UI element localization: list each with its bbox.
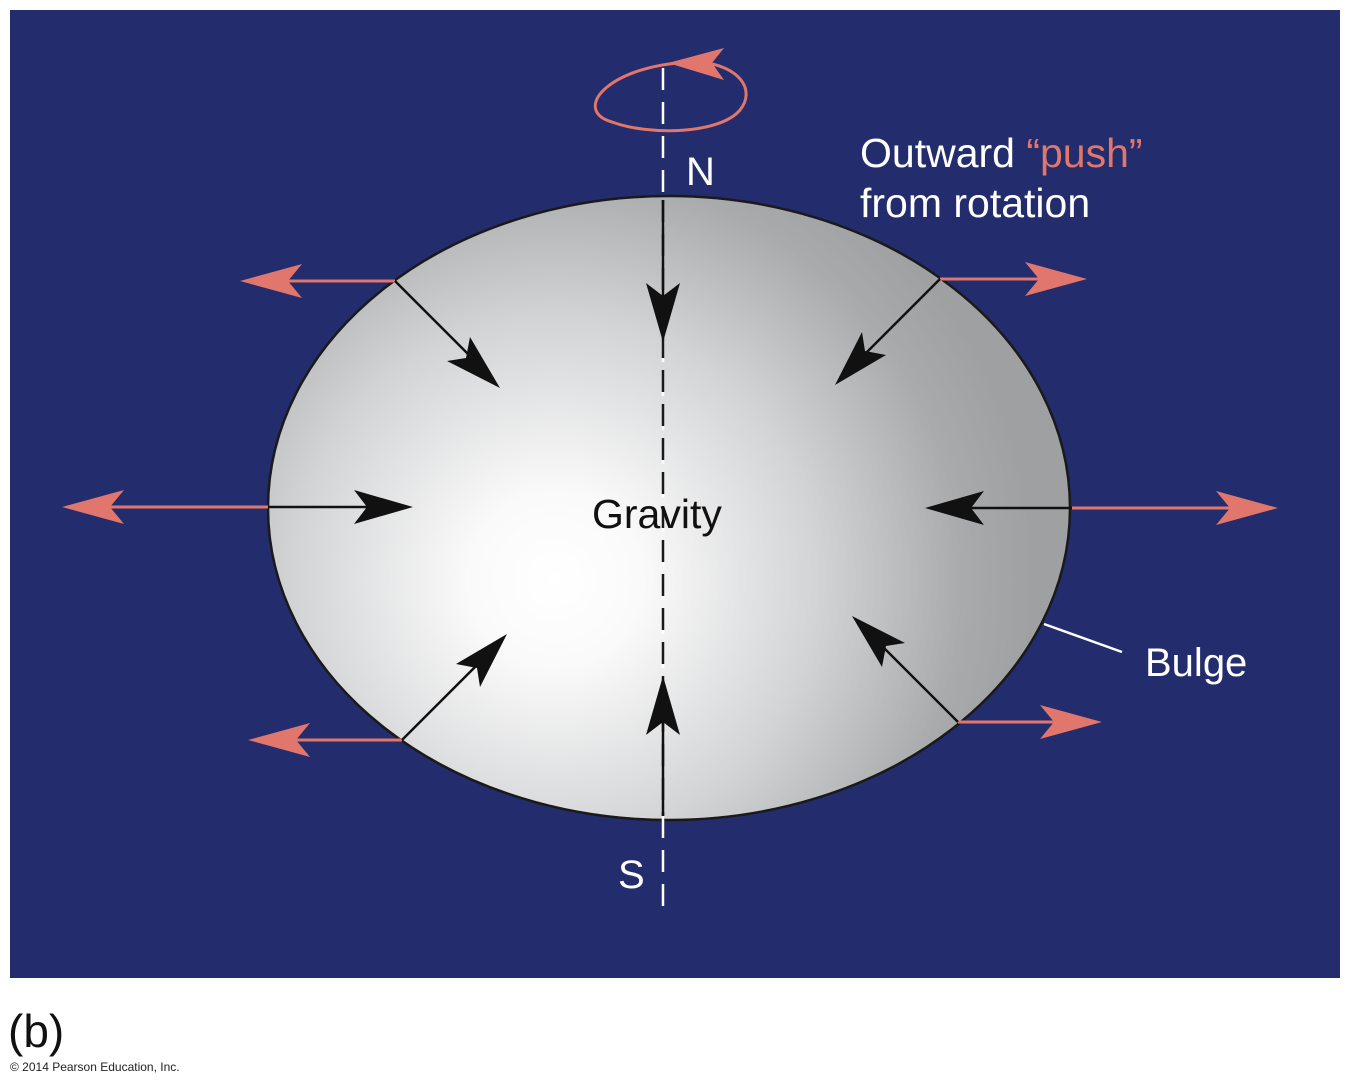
gravity-arrow-right: [925, 491, 1072, 525]
push-arrow-upper-left: [240, 264, 395, 298]
gravity-arrow-upper-right: [835, 278, 941, 385]
push-arrow-lower-right: [958, 705, 1102, 739]
gravity-arrow-upper-left: [394, 280, 500, 388]
gravity-label: Gravity: [592, 491, 722, 537]
push-arrow-lower-left: [248, 723, 402, 757]
outward-push-label-highlight: “push”: [1026, 130, 1143, 176]
gravity-arrow-lower-right: [852, 616, 959, 723]
panel-label: (b): [8, 1005, 65, 1057]
push-arrow-upper-right: [940, 262, 1087, 296]
gravity-arrow-left: [268, 490, 413, 524]
gravity-arrow-lower-left: [401, 634, 507, 741]
rotation-arrow-icon: [593, 48, 748, 133]
gravity-arrows: [268, 200, 1072, 816]
outward-push-label: Outward “push” from rotation: [860, 128, 1143, 228]
outward-push-arrows: [62, 262, 1278, 757]
push-arrow-right: [1072, 491, 1278, 525]
north-pole-label: N: [686, 150, 715, 194]
copyright-notice: © 2014 Pearson Education, Inc.: [10, 1060, 180, 1074]
bulge-label: Bulge: [1145, 641, 1248, 685]
south-pole-label: S: [618, 853, 645, 897]
outward-push-label-prefix: Outward: [860, 130, 1027, 176]
gravity-arrow-bottom: [646, 676, 680, 816]
outward-push-label-line2: from rotation: [860, 180, 1091, 226]
gravity-arrow-top: [646, 200, 680, 342]
bulge-leader-line: [1043, 622, 1123, 654]
push-arrow-left: [62, 490, 268, 524]
